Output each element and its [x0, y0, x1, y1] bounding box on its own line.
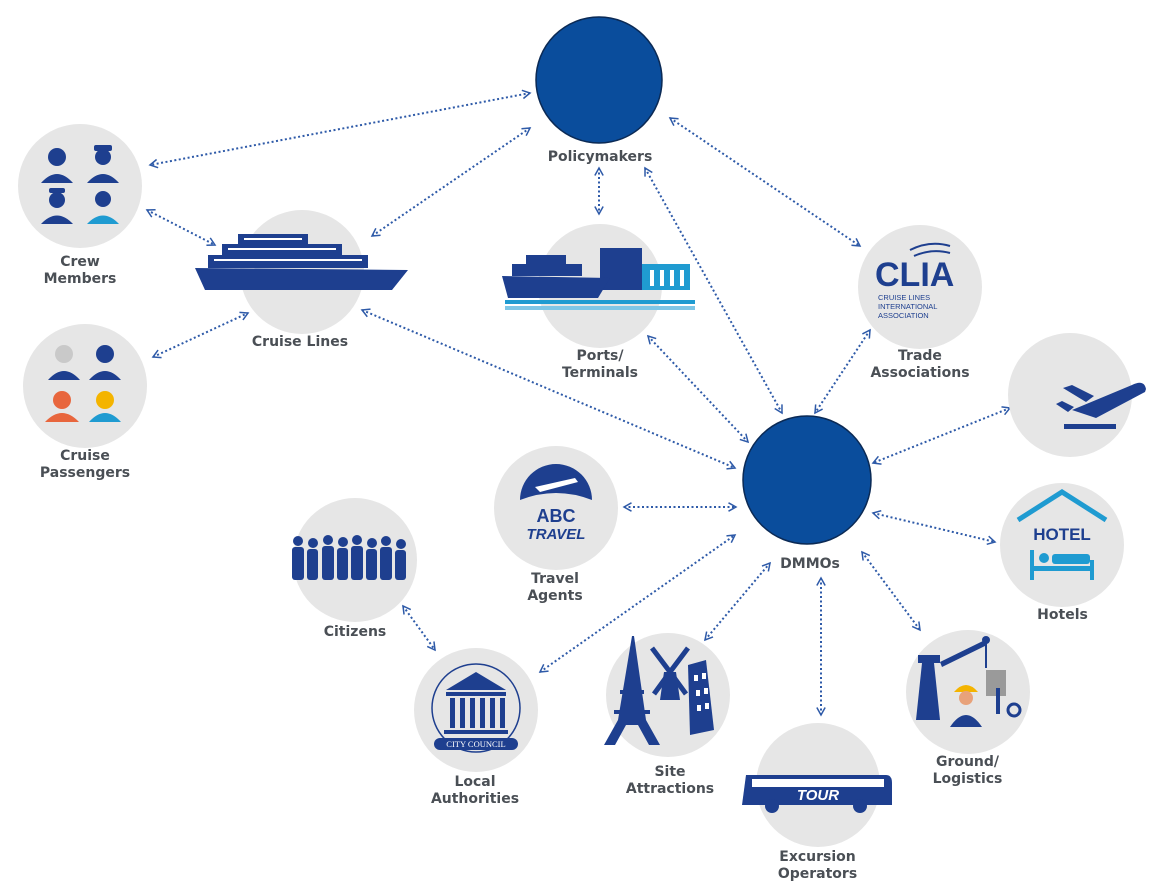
travel-text: TRAVEL — [527, 526, 586, 543]
clia-line2: INTERNATIONAL — [878, 302, 937, 311]
tour-bus-icon: TOUR — [742, 775, 892, 813]
arrow-hotels-dmmos — [871, 509, 997, 546]
cruise-label: Cruise Lines — [251, 334, 349, 350]
crew-people-icon — [41, 145, 119, 224]
dmmos-label: DMMOs — [780, 556, 840, 572]
ports-label: Ports/Terminals — [561, 348, 639, 381]
dmmos-hub — [742, 415, 872, 545]
policymakers-label: Policymakers — [548, 149, 653, 165]
abc-text: ABC — [537, 506, 576, 526]
hotels-node — [1000, 483, 1124, 607]
clia-abbr-text: CLIA — [875, 256, 954, 294]
abc-travel-logo-icon: ABC TRAVEL — [520, 464, 592, 543]
cruise-ship-icon — [195, 234, 408, 290]
connectors — [145, 89, 1012, 717]
city-council-text: CITY COUNCIL — [446, 739, 505, 749]
citizens-label: Citizens — [323, 624, 387, 640]
arrow-local-dmmos — [538, 534, 737, 673]
arrow-sites-dmmos — [704, 561, 771, 642]
city-council-icon: CITY COUNCIL — [431, 663, 521, 753]
arrow-airlines-dmmos — [871, 406, 1012, 465]
crowd-icon — [292, 535, 406, 580]
clia-logo-icon: CLIA CRUISE LINES INTERNATIONAL ASSOCIAT… — [875, 242, 954, 320]
travel-node — [494, 446, 618, 570]
arrow-ground-dmmos — [861, 550, 921, 632]
arrow-passengers-cruise — [151, 311, 250, 359]
clia-line1: CRUISE LINES — [878, 293, 930, 302]
hotel-text: HOTEL — [1033, 525, 1091, 544]
arrow-policymakers-cruise — [370, 127, 532, 237]
landmarks-icon — [604, 636, 714, 745]
arrow-citizens-local — [402, 604, 436, 652]
tour-text: TOUR — [797, 787, 839, 804]
arrow-policymakers-trade — [668, 117, 862, 247]
policymakers-hub — [535, 16, 663, 144]
ground-label: Ground/Logistics — [932, 754, 1003, 787]
arrow-policymakers-crew — [148, 89, 532, 169]
passengers-node — [23, 324, 147, 448]
hotel-icon: HOTEL — [1016, 489, 1108, 580]
arrow-crew-cruise — [145, 208, 217, 247]
passengers-people-icon — [45, 345, 121, 422]
crane-worker-icon — [916, 636, 1022, 727]
node-backgrounds — [18, 124, 1132, 847]
hotels-label: Hotels — [1037, 607, 1088, 623]
arrow-cruise-dmmos — [360, 308, 737, 470]
arrow-policymakers-dmmos — [644, 166, 783, 415]
port-terminal-icon — [502, 248, 695, 310]
trade-node — [858, 225, 982, 349]
arrow-trade-dmmos — [814, 328, 871, 415]
airplane-takeoff-icon — [1056, 382, 1146, 429]
clia-line3: ASSOCIATION — [878, 311, 929, 320]
crew-node — [18, 124, 142, 248]
arrow-ports-dmmos — [646, 334, 750, 444]
